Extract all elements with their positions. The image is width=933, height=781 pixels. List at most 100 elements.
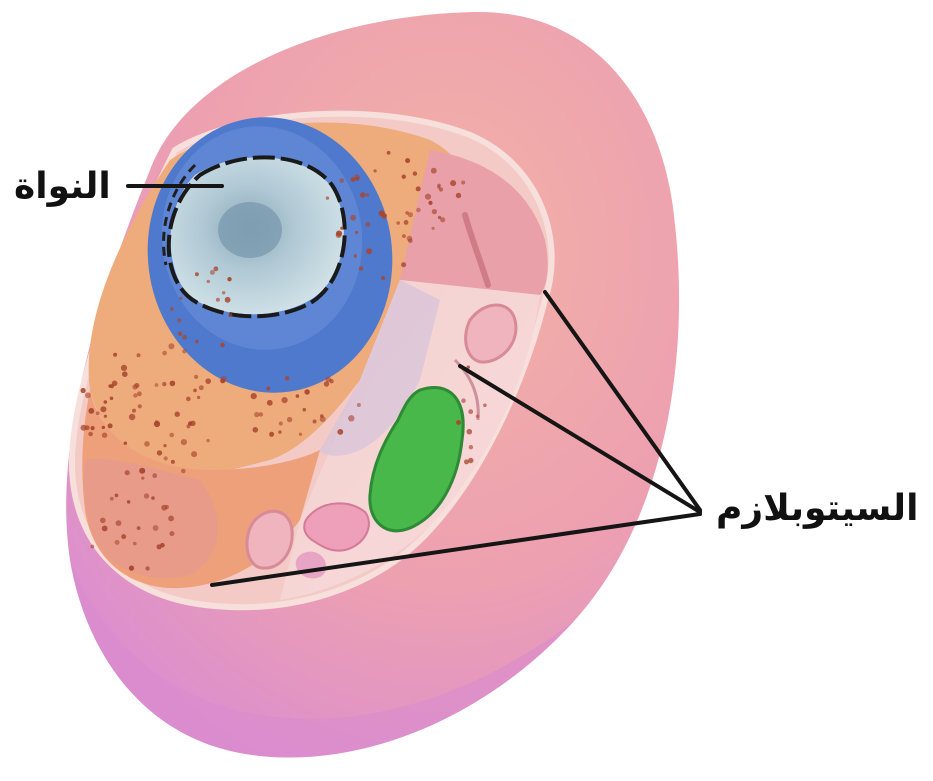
granule-dot	[468, 409, 473, 414]
granule-dot	[157, 450, 162, 455]
granule-dot	[354, 254, 357, 257]
granule-dot	[132, 384, 137, 389]
granule-dot	[175, 412, 180, 417]
granule-dot	[354, 174, 360, 180]
granule-dot	[207, 280, 210, 283]
granule-dot	[122, 371, 128, 377]
granule-dot	[416, 186, 421, 191]
granule-dot	[214, 266, 219, 271]
granule-dot	[171, 460, 175, 464]
granule-dot	[102, 426, 105, 429]
granule-dot	[360, 192, 365, 197]
granule-dot	[456, 420, 461, 425]
granule-dot	[194, 375, 198, 379]
granule-dot	[170, 307, 174, 311]
granule-dot	[324, 381, 329, 386]
granule-dot	[141, 477, 144, 480]
granule-dot	[162, 351, 167, 356]
granule-dot	[476, 415, 480, 419]
granule-dot	[313, 420, 317, 424]
granule-dot	[133, 542, 137, 546]
granule-dot	[220, 343, 224, 347]
granule-dot	[100, 518, 106, 524]
granule-dot	[374, 169, 377, 172]
granule-dot	[326, 196, 329, 199]
granule-dot	[407, 236, 413, 242]
granule-dot	[337, 429, 343, 435]
granule-dot	[197, 396, 200, 399]
granule-dot	[206, 439, 209, 442]
granule-dot	[104, 400, 108, 404]
granule-dot	[381, 213, 387, 219]
granule-dot	[266, 387, 270, 391]
granule-dot	[155, 383, 159, 387]
granule-dot	[402, 234, 406, 238]
granule-dot	[121, 534, 126, 539]
granule-dot	[110, 397, 114, 401]
granule-dot	[193, 389, 197, 393]
granule-dot	[336, 233, 342, 239]
granule-dot	[181, 439, 187, 445]
granule-dot	[366, 222, 371, 227]
granule-dot	[163, 444, 166, 447]
granule-dot	[144, 441, 150, 447]
granule-dot	[299, 433, 302, 436]
granule-dot	[81, 388, 86, 393]
granule-dot	[125, 470, 130, 475]
granule-dot	[177, 318, 181, 322]
granule-dot	[254, 412, 259, 417]
granule-dot	[115, 494, 119, 498]
granule-dot	[151, 496, 155, 500]
granule-dot	[164, 456, 168, 460]
granule-dot	[381, 276, 385, 280]
granule-dot	[139, 468, 145, 474]
granule-dot	[81, 425, 87, 431]
granule-dot	[220, 378, 225, 383]
granule-dot	[339, 178, 344, 183]
granule-dot	[153, 525, 159, 531]
granule-dot	[88, 432, 93, 437]
granule-dot	[329, 379, 333, 383]
granule-dot	[227, 277, 231, 281]
granule-dot	[181, 469, 186, 474]
granule-dot	[432, 209, 437, 214]
granule-dot	[132, 409, 136, 413]
granule-dot	[116, 520, 122, 526]
granule-dot	[428, 201, 432, 205]
granule-dot	[169, 531, 174, 536]
granule-dot	[253, 427, 259, 433]
granule-dot	[269, 432, 274, 437]
granule-dot	[144, 493, 149, 498]
granule-dot	[350, 215, 356, 221]
granule-dot	[199, 385, 204, 390]
granule-dot	[357, 403, 361, 407]
granule-dot	[285, 376, 289, 380]
granule-dot	[222, 291, 225, 294]
granule-dot	[467, 429, 473, 435]
nucleus-label: النواة	[14, 166, 111, 207]
granule-dot	[304, 389, 309, 394]
granule-dot	[138, 404, 142, 408]
granule-dot	[405, 158, 410, 163]
granule-dot	[195, 272, 199, 276]
granule-dot	[155, 420, 158, 423]
granule-dot	[225, 297, 231, 303]
granule-dot	[439, 187, 443, 191]
granule-dot	[210, 270, 215, 275]
granule-dot	[102, 433, 107, 438]
granule-dot	[168, 343, 174, 349]
granule-dot	[133, 393, 137, 397]
granule-dot	[402, 175, 406, 179]
granule-dot	[438, 216, 441, 219]
granule-dot	[437, 184, 441, 188]
granule-dot	[102, 526, 108, 532]
granule-dot	[469, 445, 473, 449]
granule-dot	[121, 365, 127, 371]
granule-dot	[137, 353, 141, 357]
granule-dot	[129, 414, 135, 420]
granule-dot	[162, 382, 166, 386]
granule-dot	[355, 231, 358, 234]
granule-dot	[366, 248, 372, 254]
granule-dot	[169, 433, 174, 438]
granule-dot	[178, 332, 182, 336]
